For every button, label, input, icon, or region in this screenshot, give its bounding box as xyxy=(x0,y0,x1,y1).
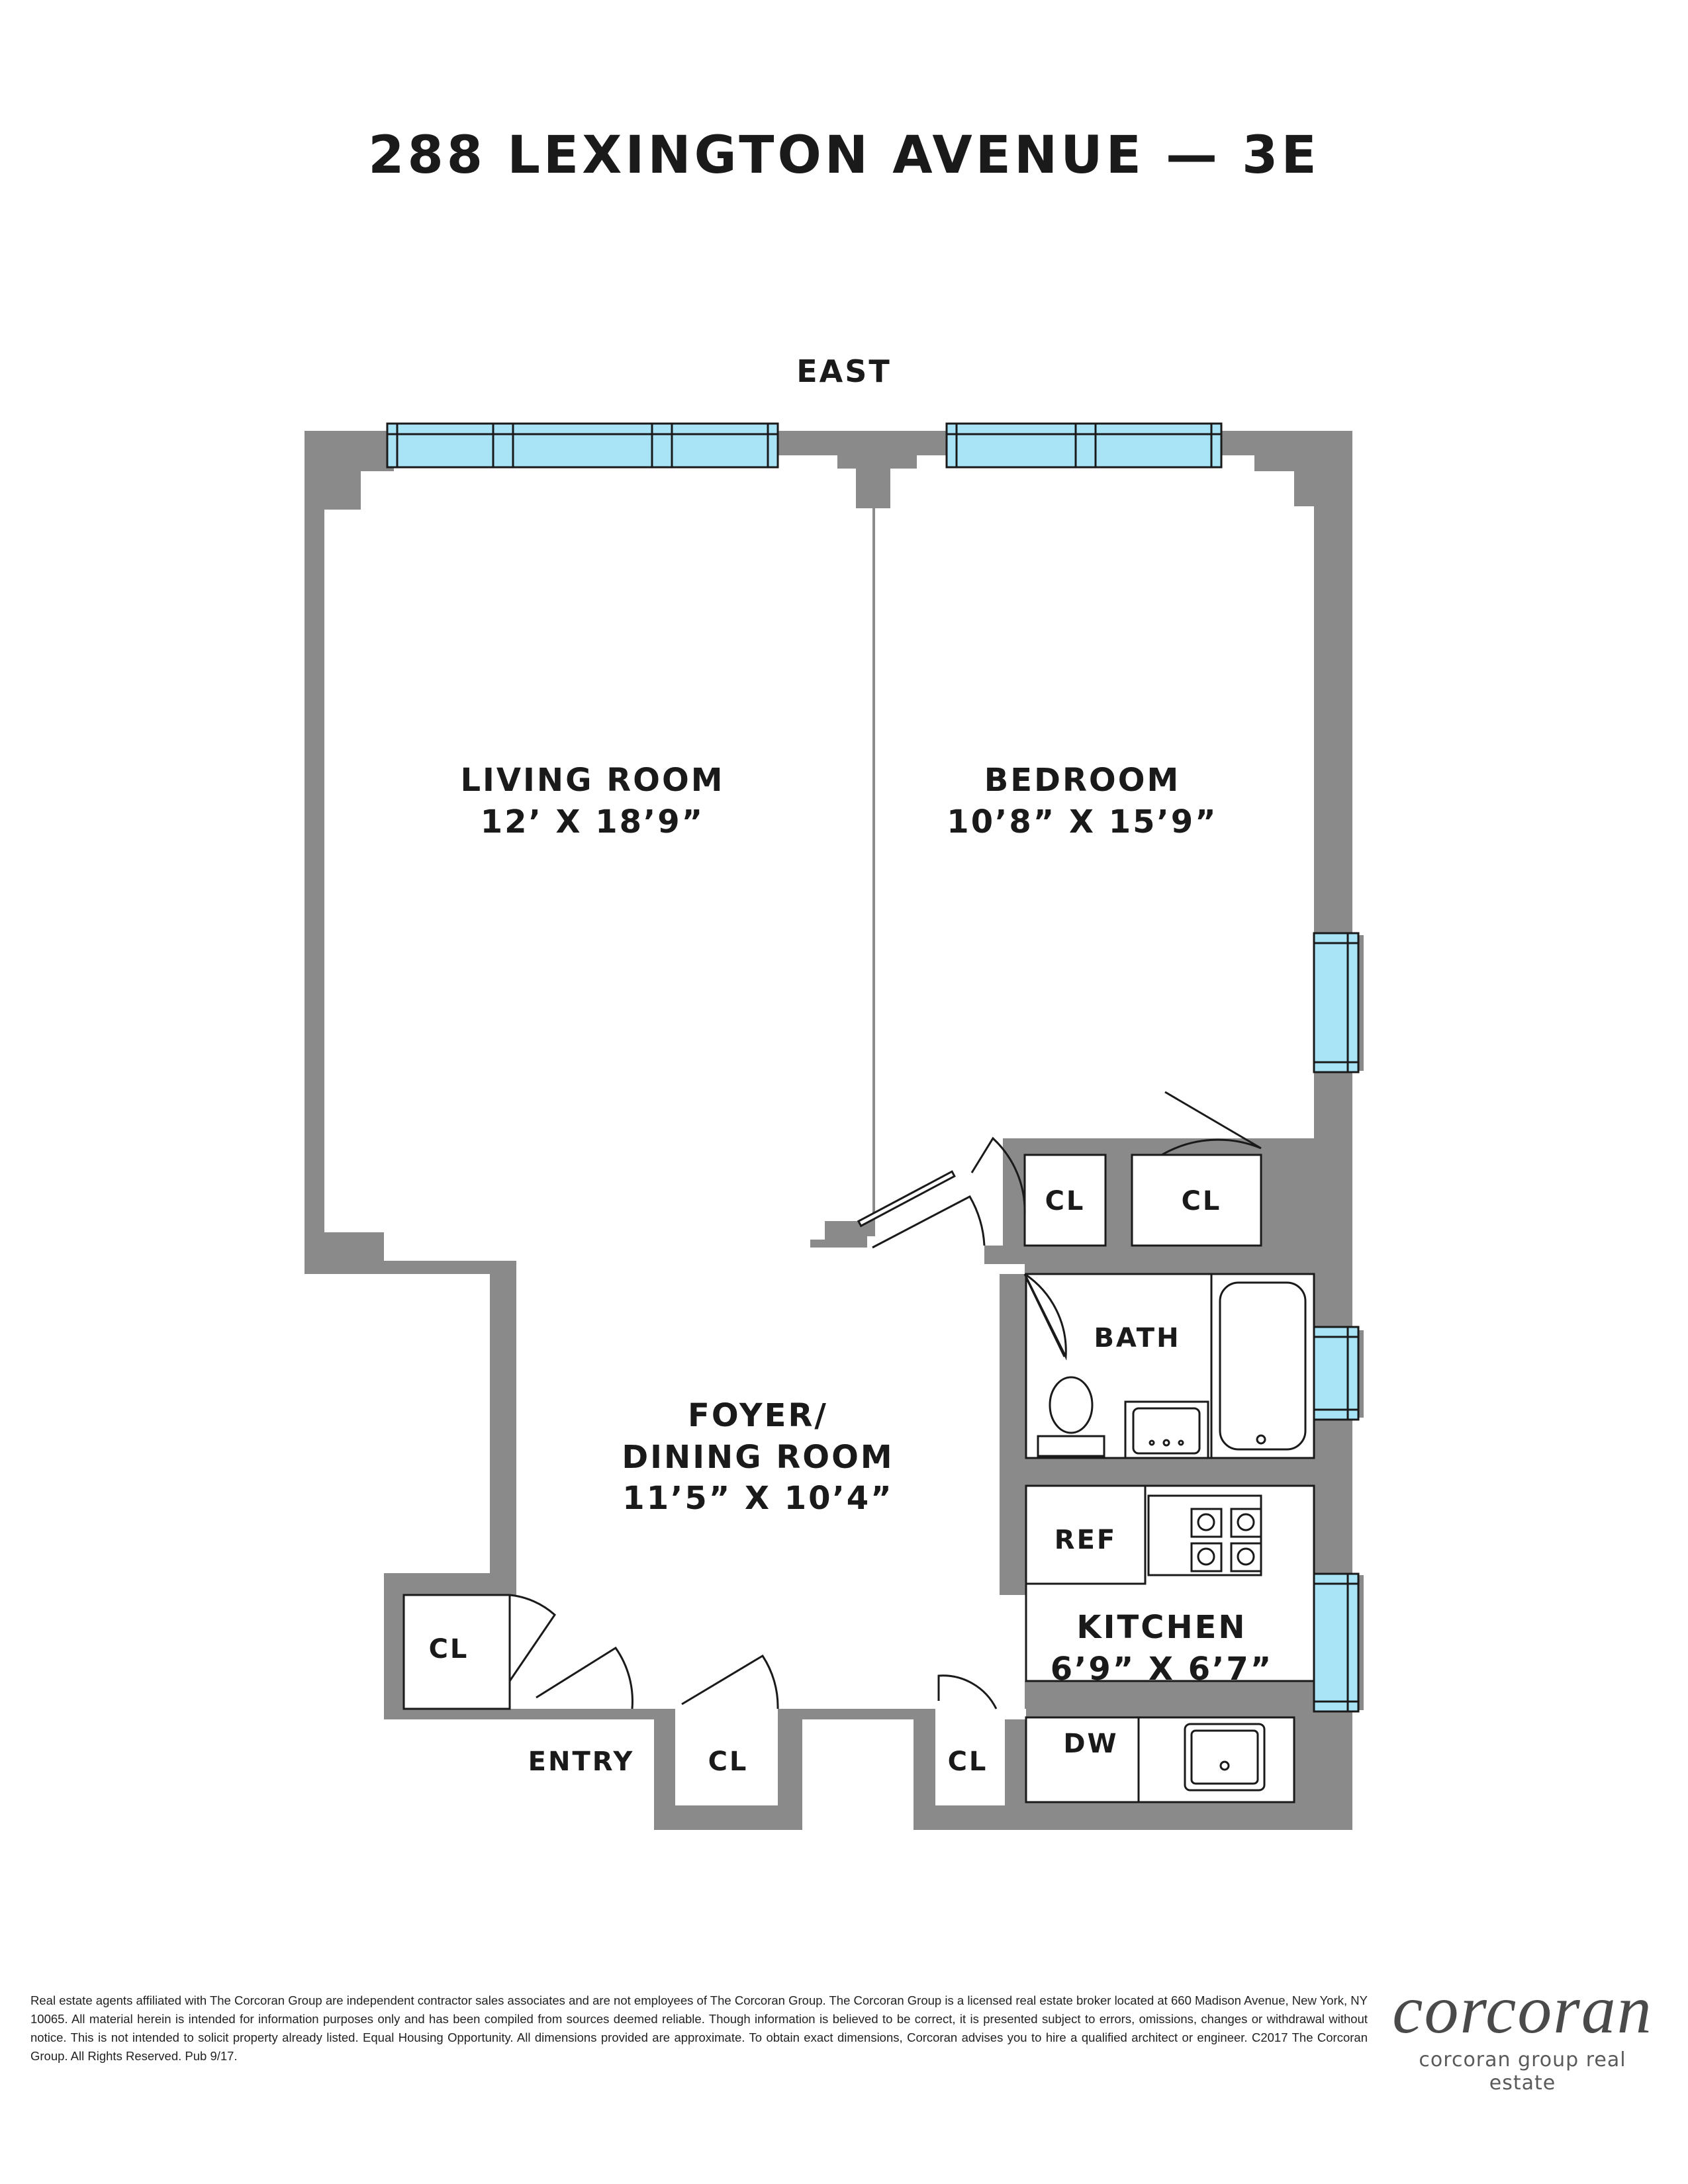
window-kitchen-east xyxy=(1313,1572,1360,1713)
toilet-bowl xyxy=(1049,1376,1094,1434)
room-labels: EAST LIVING ROOM 12’ X 18’9” BEDROOM 10’… xyxy=(429,353,1274,1777)
window-bedroom-north xyxy=(945,422,1223,469)
bedroom-name: BEDROOM xyxy=(984,762,1181,799)
bath-kitchen-divider xyxy=(1000,1458,1314,1486)
windows xyxy=(386,422,1360,1713)
bath-sink xyxy=(1132,1407,1201,1455)
closet-divider xyxy=(1105,1138,1132,1246)
closet-1-door-swing xyxy=(970,1136,1026,1215)
bedroom-closet-2 xyxy=(1131,1154,1262,1247)
bath-fixtures xyxy=(1037,1273,1315,1459)
foyer-dims: 11’5” X 10’4” xyxy=(622,1480,893,1517)
bedroom-closet-1 xyxy=(1023,1154,1107,1247)
bedroom-door-leaf xyxy=(857,1170,956,1228)
plan-title: 288 LEXINGTON AVENUE — 3E xyxy=(368,126,1320,185)
entry-label: ENTRY xyxy=(528,1747,635,1777)
dishwasher xyxy=(1025,1716,1140,1803)
kitchen-name: KITCHEN xyxy=(1076,1609,1246,1646)
dishwasher-label: DW xyxy=(1063,1729,1118,1759)
entry-door-swing xyxy=(536,1646,633,1709)
toilet-tank xyxy=(1037,1435,1105,1457)
bath-west-wall xyxy=(1000,1274,1026,1466)
bathtub-basin xyxy=(1219,1281,1307,1451)
bath-name: BATH xyxy=(1094,1323,1180,1353)
kitchen-dims: 6’9” X 6’7” xyxy=(1051,1651,1274,1688)
tub-drain xyxy=(1256,1434,1266,1445)
bedroom-dims: 10’8” X 15’9” xyxy=(947,803,1217,841)
closet-label-bedroom-1: CL xyxy=(1045,1186,1086,1216)
orientation-label: EAST xyxy=(796,353,892,389)
foyer-name-line1: FOYER/ xyxy=(688,1397,828,1434)
closet-label-west: CL xyxy=(429,1634,469,1664)
foyer-closet-door-swing xyxy=(681,1654,779,1709)
kitchen-bottom-wall xyxy=(1025,1681,1314,1709)
refrigerator-label: REF xyxy=(1055,1525,1117,1555)
living-room-name: LIVING ROOM xyxy=(460,762,724,799)
closet-east-wall xyxy=(1261,1148,1314,1274)
closet-label-foyer: CL xyxy=(708,1747,749,1777)
doors xyxy=(508,1091,1262,1709)
window-bath-east xyxy=(1313,1326,1360,1421)
closet-label-kitchen: CL xyxy=(948,1747,988,1777)
legal-disclaimer: Real estate agents affiliated with The C… xyxy=(30,1993,1368,2063)
west-closet-door-swing xyxy=(508,1594,556,1682)
foyer-name-line2: DINING ROOM xyxy=(622,1439,894,1476)
west-closet xyxy=(402,1594,511,1710)
closet-label-bedroom-2: CL xyxy=(1182,1186,1222,1216)
corcoran-logo: corcoran corcoran group real estate xyxy=(1383,1976,1662,2095)
living-room-dims: 12’ X 18’9” xyxy=(481,803,704,841)
window-living-north xyxy=(386,422,779,469)
kitchen-fixtures xyxy=(1025,1484,1295,1803)
refrigerator xyxy=(1025,1484,1147,1585)
window-bedroom-east xyxy=(1313,932,1360,1073)
kitchen-west-wall xyxy=(1000,1486,1026,1595)
bath-door-swing xyxy=(1023,1273,1067,1361)
kitchen-closet-door-swing xyxy=(937,1674,998,1709)
walls xyxy=(305,431,1364,1830)
closet-2-door-swing xyxy=(1161,1091,1262,1156)
bedroom-door-swing xyxy=(872,1195,986,1249)
logo-wordmark: corcoran xyxy=(1392,1972,1653,2048)
logo-tagline: corcoran group real estate xyxy=(1419,2048,1626,2095)
